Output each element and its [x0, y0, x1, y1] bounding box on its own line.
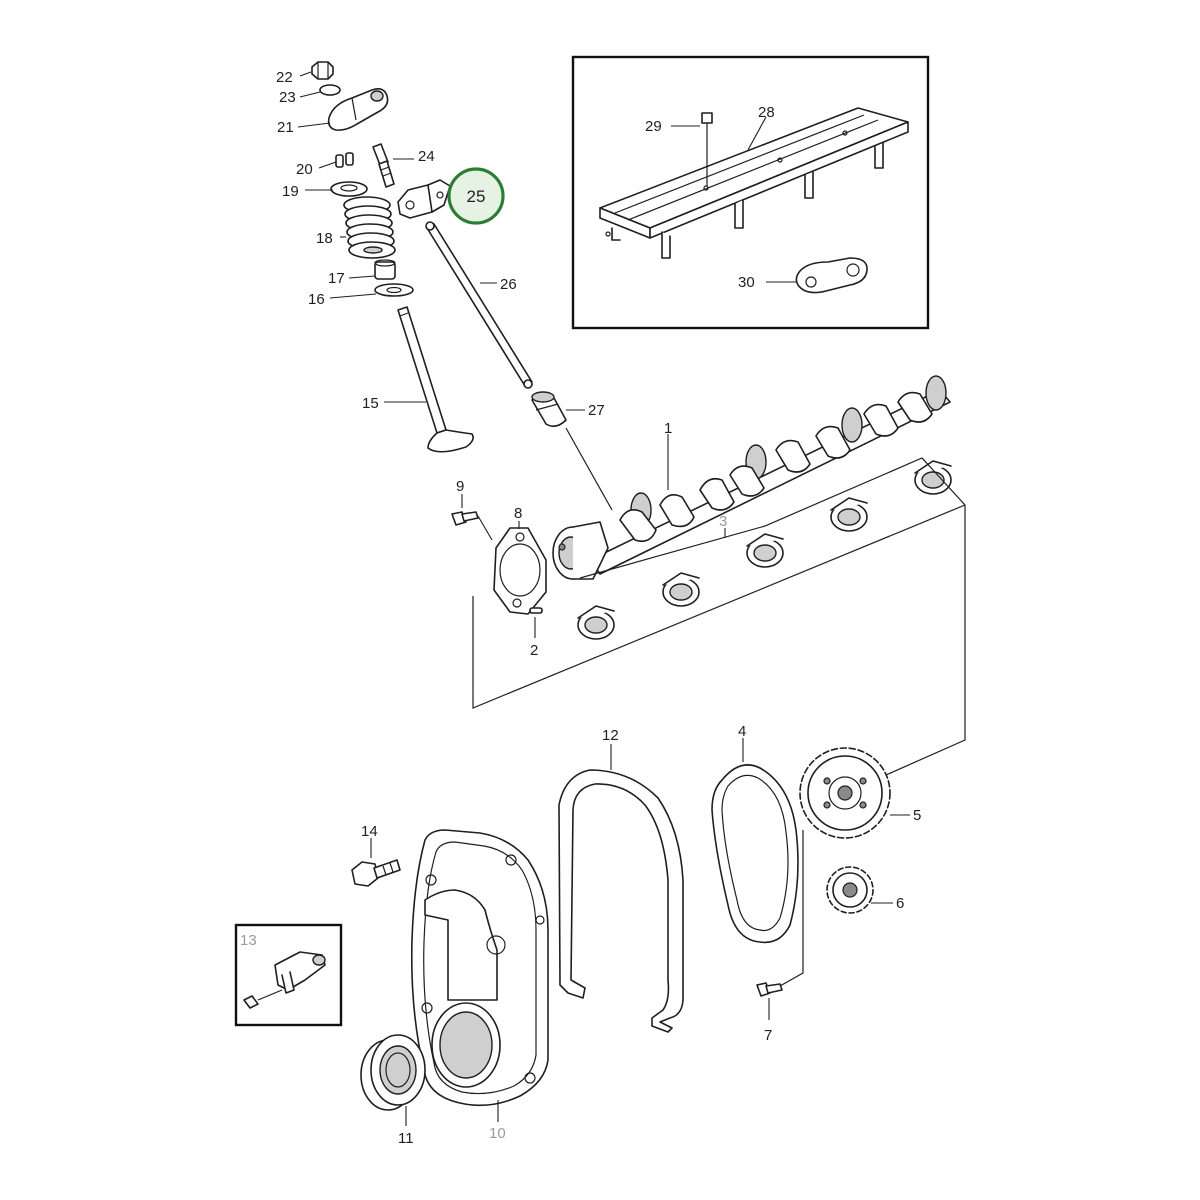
callout-26: 26	[500, 276, 517, 293]
valve-keepers-part-20	[335, 152, 354, 168]
callout-10: 10	[489, 1125, 506, 1142]
callout-23: 23	[279, 89, 296, 106]
rocker-arm-part-21	[327, 88, 389, 131]
callout-1: 1	[664, 420, 672, 437]
inset-box-valve-cover-rail: 29 28 30	[571, 55, 930, 330]
callout-22: 22	[276, 69, 293, 86]
callout-30: 30	[738, 274, 755, 291]
valve-part-15	[397, 306, 474, 453]
callout-29: 29	[645, 118, 662, 135]
sprocket-bolt-part-7: 7	[756, 830, 804, 1044]
rail-part-28	[599, 107, 909, 259]
washer-plate-part-30	[795, 257, 868, 294]
callout-9: 9	[456, 478, 464, 495]
timing-cover-part-10: 10	[410, 829, 549, 1142]
callout-14: 14	[361, 823, 378, 840]
callout-21: 21	[277, 119, 294, 136]
thrust-plate-group: 9 8 2	[451, 478, 547, 659]
gasket-part-12: 12	[558, 727, 684, 1033]
thrust-plate-part-8	[493, 527, 547, 615]
callout-3: 3	[719, 513, 727, 530]
inset-box-sensor-part-13: 13	[234, 923, 343, 1027]
washer-part-23	[319, 84, 341, 96]
callout-25: 25	[467, 187, 486, 206]
callout-24: 24	[418, 148, 435, 165]
callout-16: 16	[308, 291, 325, 308]
pushrod-part-26	[425, 221, 533, 389]
bolt-part-9	[451, 511, 479, 526]
highlight-ring	[447, 167, 505, 225]
callout-27: 27	[588, 402, 605, 419]
nut-part-22	[311, 61, 334, 80]
tappet-part-27	[531, 391, 567, 428]
sensor-part-13	[243, 951, 326, 1009]
callout-15: 15	[362, 395, 379, 412]
callout-7: 7	[764, 1027, 772, 1044]
crank-sprocket-part-6: 6	[826, 866, 904, 914]
camshaft-bearings-part-3	[577, 460, 952, 640]
callout-6: 6	[896, 895, 904, 912]
valve-stem-seal-part-17	[374, 259, 396, 280]
valve-train-group: 22 23 21 20 19 18 17 16 15 24 26 27	[276, 61, 613, 511]
callout-4: 4	[738, 723, 746, 740]
rocker-stud-part-24	[372, 143, 395, 188]
callout-17: 17	[328, 270, 345, 287]
callout-18: 18	[316, 230, 333, 247]
camshaft-group: 3 1	[472, 375, 966, 776]
spring-seat-part-16	[374, 283, 414, 297]
crank-seal-part-11: 11	[360, 1034, 426, 1147]
spring-retainer-part-19	[330, 181, 368, 197]
callout-28: 28	[758, 104, 775, 121]
pushrod-guide-part-25	[397, 179, 451, 219]
dowel-pin-part-2	[529, 607, 543, 614]
callout-2: 2	[530, 642, 538, 659]
valve-spring-part-18	[343, 196, 396, 259]
callout-19: 19	[282, 183, 299, 200]
cam-sprocket-part-5: 5	[799, 747, 921, 839]
highlight-callout-25[interactable]: 25	[446, 167, 505, 225]
callout-20: 20	[296, 161, 313, 178]
callout-8: 8	[514, 505, 522, 522]
bolt-part-29	[701, 112, 713, 186]
callout-13: 13	[240, 932, 257, 949]
callout-5: 5	[913, 807, 921, 824]
camshaft-part-1	[552, 375, 951, 580]
callout-11: 11	[398, 1130, 414, 1147]
callout-12: 12	[602, 727, 619, 744]
timing-chain-part-4: 4	[711, 723, 799, 944]
cover-bolt-part-14: 14	[351, 823, 401, 887]
